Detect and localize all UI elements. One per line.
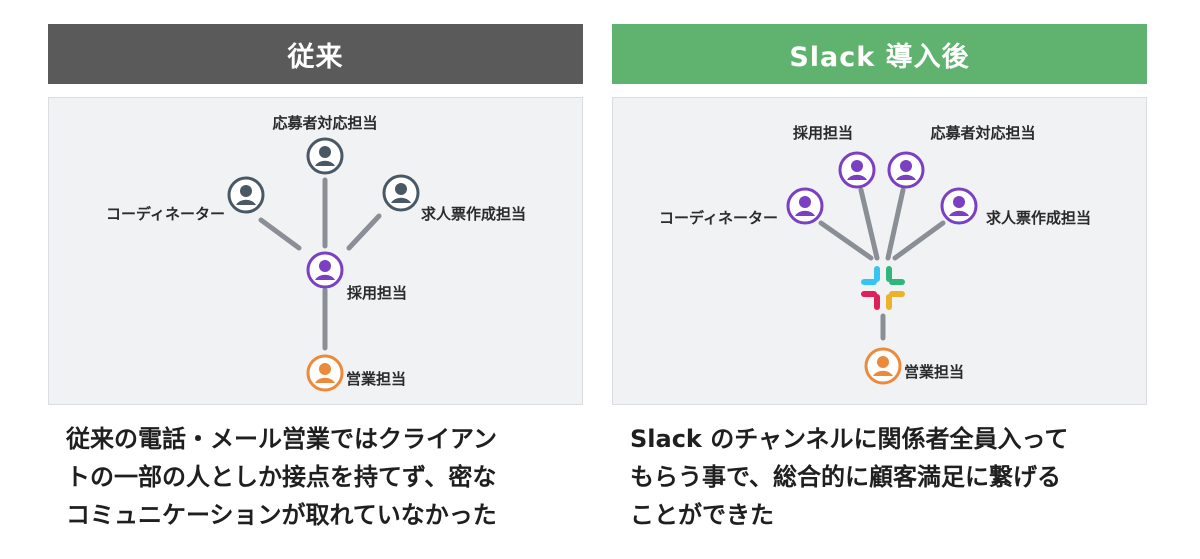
slack-logo-icon	[861, 266, 905, 310]
connector-jobposting-recruiter	[346, 213, 382, 251]
connector-coordinator-hub	[818, 220, 874, 261]
before-diagram: 応募者対応担当 コーディネーター 求人票作成担当 採用担当	[48, 97, 583, 405]
after-diagram: 採用担当 応募者対応担当 コーディネーター 求人票作成担当	[612, 97, 1147, 405]
caption-line: もらう事で、総合的に顧客満足に繋げる	[630, 463, 1062, 491]
after-node-sales: 営業担当	[904, 363, 964, 381]
caption-line: 従来の電話・メール営業ではクライアン	[66, 425, 498, 453]
after-title: Slack 導入後	[789, 41, 970, 73]
after-node-applicant: 応募者対応担当	[930, 124, 1035, 142]
after-panel: Slack 導入後	[612, 0, 1147, 559]
caption-line: ことができた	[630, 501, 774, 529]
caption-line: Slack のチャンネルに関係者全員入って	[630, 425, 1069, 453]
before-node-coordinator: コーディネーター	[106, 205, 225, 223]
after-node-job-posting: 求人票作成担当	[986, 209, 1091, 227]
connector-jobposting-hub	[892, 220, 946, 261]
connector-applicant-hub	[885, 187, 906, 261]
caption-line: トの一部の人としか接点を持てず、密な	[66, 463, 497, 491]
after-node-recruiter: 採用担当	[793, 124, 853, 142]
person-icon	[306, 251, 344, 289]
before-node-sales: 営業担当	[346, 370, 406, 388]
after-node-coordinator: コーディネーター	[659, 209, 778, 227]
person-icon	[306, 354, 344, 392]
after-header: Slack 導入後	[612, 24, 1147, 84]
person-icon	[227, 176, 265, 214]
before-node-applicant: 応募者対応担当	[272, 114, 377, 132]
person-icon	[382, 174, 420, 212]
before-node-job-posting: 求人票作成担当	[421, 205, 526, 223]
person-icon	[786, 187, 824, 225]
person-icon	[887, 151, 925, 189]
before-title: 従来	[287, 41, 344, 73]
person-icon	[838, 151, 876, 189]
before-header: 従来	[48, 24, 583, 84]
caption-line: コミュニケーションが取れていなかった	[66, 501, 497, 529]
person-icon	[864, 347, 902, 385]
connector-recruiter-hub	[858, 187, 880, 261]
before-node-recruiter: 採用担当	[347, 284, 407, 302]
person-icon	[940, 187, 978, 225]
before-panel: 従来 応募者対応担当 コーディネーター	[48, 0, 583, 559]
connector-coordinator-recruiter	[258, 217, 302, 251]
after-caption: Slack のチャンネルに関係者全員入って もらう事で、総合的に顧客満足に繋げる…	[630, 420, 1150, 534]
before-caption: 従来の電話・メール営業ではクライアン トの一部の人としか接点を持てず、密な コミ…	[66, 420, 586, 534]
person-icon	[306, 137, 344, 175]
